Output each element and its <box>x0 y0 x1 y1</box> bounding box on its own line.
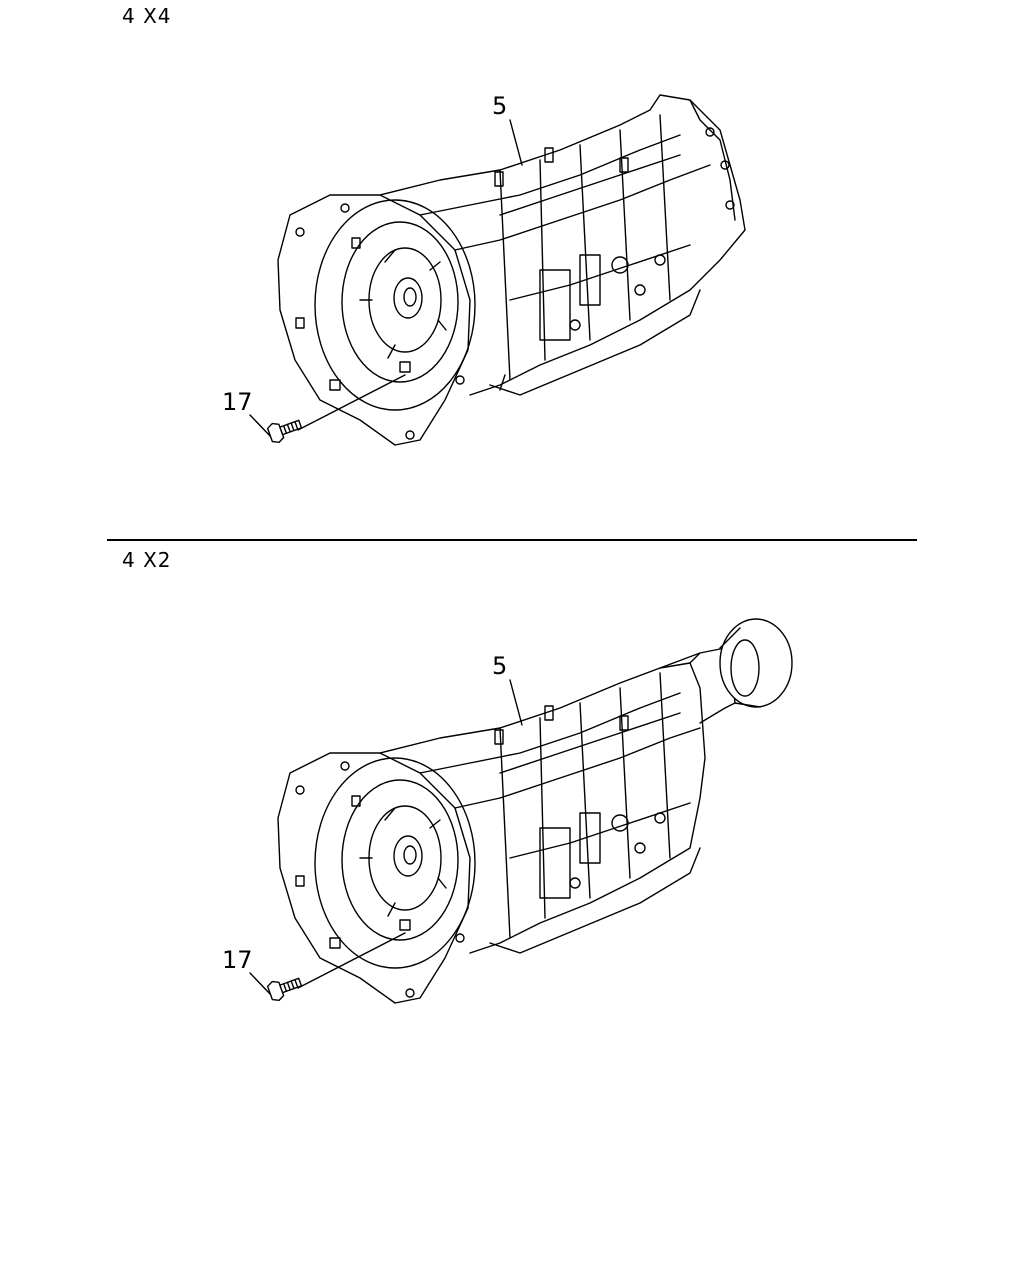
section-label-4x4: 4 X4 <box>122 4 172 28</box>
transmission-body <box>277 618 793 1004</box>
bolt-17 <box>266 977 303 1002</box>
transmission-body <box>277 94 746 446</box>
transmission-4x4-drawing <box>249 94 746 446</box>
callout-assembly-4x4: 5 <box>492 92 508 120</box>
leader-line-bolt <box>249 972 273 997</box>
section-divider <box>107 539 917 541</box>
callout-assembly-4x2: 5 <box>492 652 508 680</box>
leader-line-bolt <box>249 414 273 439</box>
callout-bolt-4x2: 17 <box>222 946 253 974</box>
callout-bolt-4x4: 17 <box>222 388 253 416</box>
bolt-17 <box>266 419 303 444</box>
leader-line-assembly <box>509 119 523 166</box>
leader-line-assembly <box>509 679 523 726</box>
section-label-4x2: 4 X2 <box>122 548 172 572</box>
